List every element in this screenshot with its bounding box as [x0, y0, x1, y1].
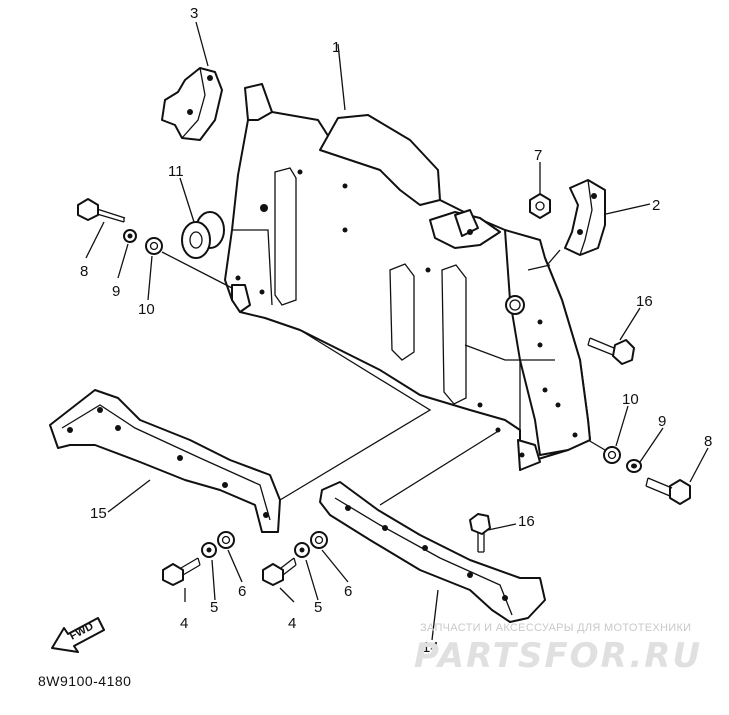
callout-labels: 1 2 3 4 4 5 5 6 6 7 8 8 9 9 10 10 11 14 … [80, 5, 712, 656]
bracket-part-2 [564, 179, 606, 256]
callout-2: 2 [652, 197, 660, 214]
rail-part-15 [49, 389, 281, 533]
callout-16-bottom: 16 [518, 513, 535, 530]
callout-5-right: 5 [314, 599, 322, 616]
callout-4-right: 4 [288, 615, 296, 632]
bolt-part-8-right [645, 477, 691, 505]
washer-part-6-right [310, 531, 328, 549]
callout-10-right: 10 [622, 391, 639, 408]
washer-part-10-right [603, 446, 621, 464]
washer-part-9-left [123, 229, 137, 243]
bolt-part-16-bottom [469, 513, 491, 553]
callout-3: 3 [190, 5, 198, 22]
drawing-code: 8W9100-4180 [38, 673, 132, 689]
bolt-part-4-right [262, 557, 297, 586]
callout-6-right: 6 [344, 583, 352, 600]
bolt-part-16-right [587, 337, 635, 365]
washer-part-10-left [145, 237, 163, 255]
washer-part-5-left [201, 542, 217, 558]
fwd-arrow-icon: FWD [51, 617, 105, 653]
callout-15: 15 [90, 505, 107, 522]
main-bracket-part-1 [224, 83, 591, 471]
callout-9-left: 9 [112, 283, 120, 300]
bolt-part-4-left [162, 557, 201, 586]
assembly-guide-lines [161, 249, 606, 506]
callout-leaders [85, 21, 709, 641]
bolt-part-8-left [77, 198, 126, 223]
callout-8-right: 8 [704, 433, 712, 450]
callout-16-right: 16 [636, 293, 653, 310]
callout-6-left: 6 [238, 583, 246, 600]
callout-8-left: 8 [80, 263, 88, 280]
callout-10-left: 10 [138, 301, 155, 318]
washer-part-5-right [294, 542, 310, 558]
washer-part-9-right [626, 459, 642, 473]
callout-1: 1 [332, 39, 340, 56]
nut-part-7 [529, 193, 551, 219]
rail-part-14 [319, 481, 546, 623]
callout-9-right: 9 [658, 413, 666, 430]
callout-5-left: 5 [210, 599, 218, 616]
callout-11: 11 [168, 163, 184, 180]
callout-14: 14 [422, 639, 439, 656]
watermark-caption: ЗАПЧАСТИ И АКСЕССУАРЫ ДЛЯ МОТОТЕХНИКИ [420, 622, 692, 634]
rubber-damper-part-11 [181, 211, 225, 259]
callout-7: 7 [534, 147, 542, 164]
watermark-logo: PARTSFOR.RU [414, 636, 703, 676]
bracket-part-3 [161, 67, 223, 141]
callout-4-left: 4 [180, 615, 188, 632]
washer-part-6-left [217, 531, 235, 549]
